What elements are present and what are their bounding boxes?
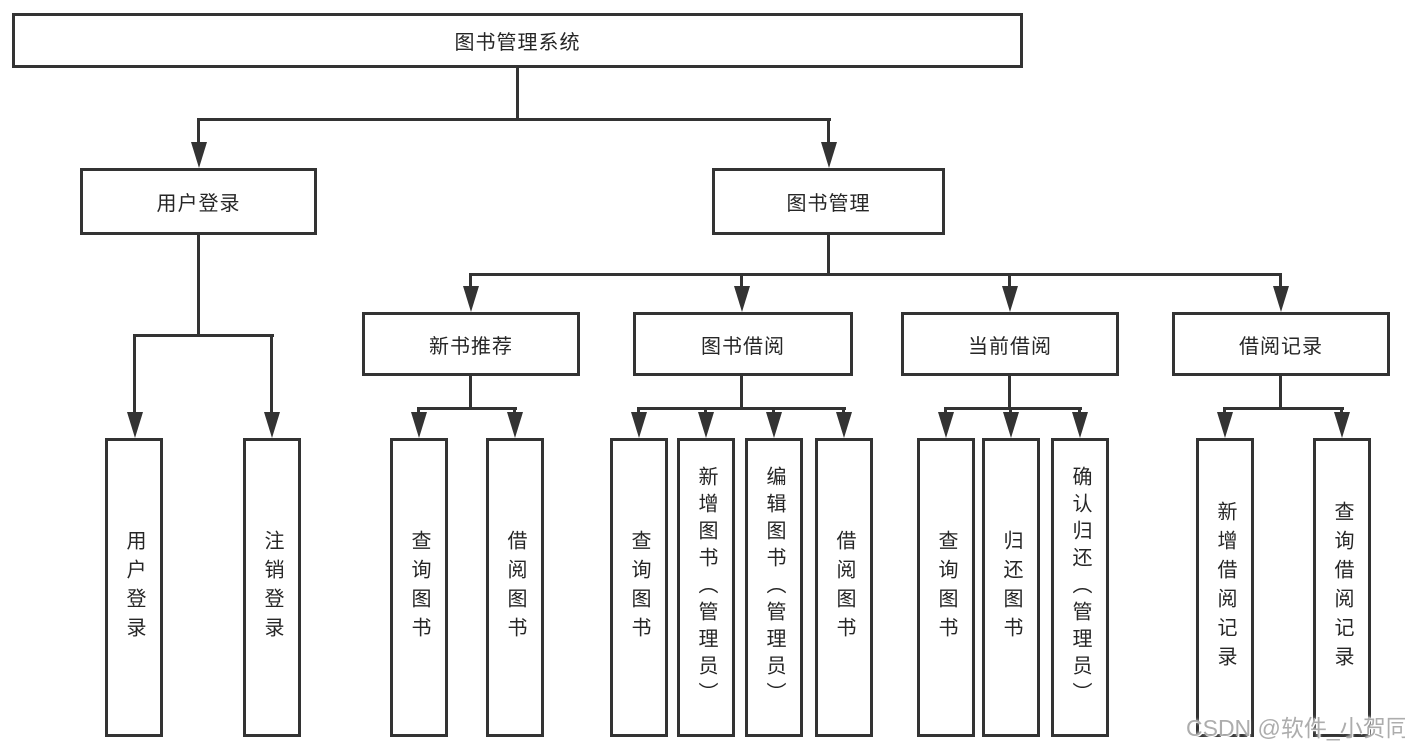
connector-current-borrow: [944, 407, 1082, 410]
node-current-borrow: 当前借阅: [901, 312, 1119, 376]
leaf-return-book: 归还图书: [982, 438, 1040, 737]
connector-stem: [417, 407, 420, 413]
node-library-system: 图书管理系统: [12, 13, 1023, 68]
connector-stem: [469, 376, 472, 407]
leaf-edit-book-admin: 编辑图书（管理员）: [745, 438, 803, 737]
connector-stem: [1279, 273, 1282, 287]
connector-user-login-trunk: [197, 235, 200, 334]
node-book-borrow: 图书借阅: [633, 312, 853, 376]
connector-stem: [1009, 407, 1012, 413]
connector-stem: [1078, 407, 1081, 413]
leaf-add-book-admin: 新增图书（管理员）: [677, 438, 735, 737]
connector-stem: [944, 407, 947, 413]
connector-stem: [1008, 273, 1011, 287]
connector-stem: [1340, 407, 1343, 413]
watermark: CSDN @软件_小贺同学: [1186, 715, 1405, 741]
arrow-down-icon: [264, 412, 280, 438]
connector-stem: [704, 407, 707, 413]
arrow-down-icon: [1002, 286, 1018, 312]
connector-stem: [842, 407, 845, 413]
leaf-query-books-recommend: 查询图书: [390, 438, 448, 737]
leaf-query-borrow-record: 查询借阅记录: [1313, 438, 1371, 737]
arrow-down-icon: [698, 412, 714, 438]
connector-stem: [197, 118, 200, 144]
connector-new-rec: [417, 407, 517, 410]
connector-stem: [1223, 407, 1226, 413]
connector-user-login: [133, 334, 274, 337]
node-user-login: 用户登录: [80, 168, 317, 235]
leaf-confirm-return-admin: 确认归还（管理员）: [1051, 438, 1109, 737]
arrow-down-icon: [1273, 286, 1289, 312]
connector-stem: [740, 376, 743, 407]
leaf-borrow-books-recommend: 借阅图书: [486, 438, 544, 737]
connector-stem: [270, 334, 273, 414]
connector-book-mgmt-trunk: [827, 235, 830, 273]
connector-stem: [637, 407, 640, 413]
arrow-down-icon: [1003, 412, 1019, 438]
connector-stem: [1008, 376, 1011, 407]
connector-root-trunk: [516, 68, 519, 118]
node-book-management: 图书管理: [712, 168, 945, 235]
arrow-down-icon: [631, 412, 647, 438]
connector-level3: [469, 273, 1282, 276]
leaf-borrow-books: 借阅图书: [815, 438, 873, 737]
arrow-down-icon: [1217, 412, 1233, 438]
node-borrow-records: 借阅记录: [1172, 312, 1390, 376]
node-new-book-recommend: 新书推荐: [362, 312, 580, 376]
leaf-query-books-borrow: 查询图书: [610, 438, 668, 737]
connector-stem: [1279, 376, 1282, 407]
arrow-down-icon: [734, 286, 750, 312]
arrow-down-icon: [1072, 412, 1088, 438]
connector-stem: [772, 407, 775, 413]
arrow-down-icon: [127, 412, 143, 438]
arrow-down-icon: [411, 412, 427, 438]
arrow-down-icon: [821, 142, 837, 168]
leaf-logout: 注销登录: [243, 438, 301, 737]
connector-stem: [740, 273, 743, 287]
arrow-down-icon: [766, 412, 782, 438]
arrow-down-icon: [938, 412, 954, 438]
arrow-down-icon: [1334, 412, 1350, 438]
connector-book-borrow: [637, 407, 846, 410]
connector-level2: [197, 118, 831, 121]
arrow-down-icon: [507, 412, 523, 438]
leaf-user-login: 用户登录: [105, 438, 163, 737]
arrow-down-icon: [463, 286, 479, 312]
connector-stem: [513, 407, 516, 413]
leaf-add-borrow-record: 新增借阅记录: [1196, 438, 1254, 737]
connector-stem: [827, 118, 830, 144]
arrow-down-icon: [836, 412, 852, 438]
arrow-down-icon: [191, 142, 207, 168]
connector-borrow-records: [1223, 407, 1344, 410]
connector-stem: [133, 334, 136, 414]
connector-stem: [469, 273, 472, 287]
leaf-query-books-current: 查询图书: [917, 438, 975, 737]
